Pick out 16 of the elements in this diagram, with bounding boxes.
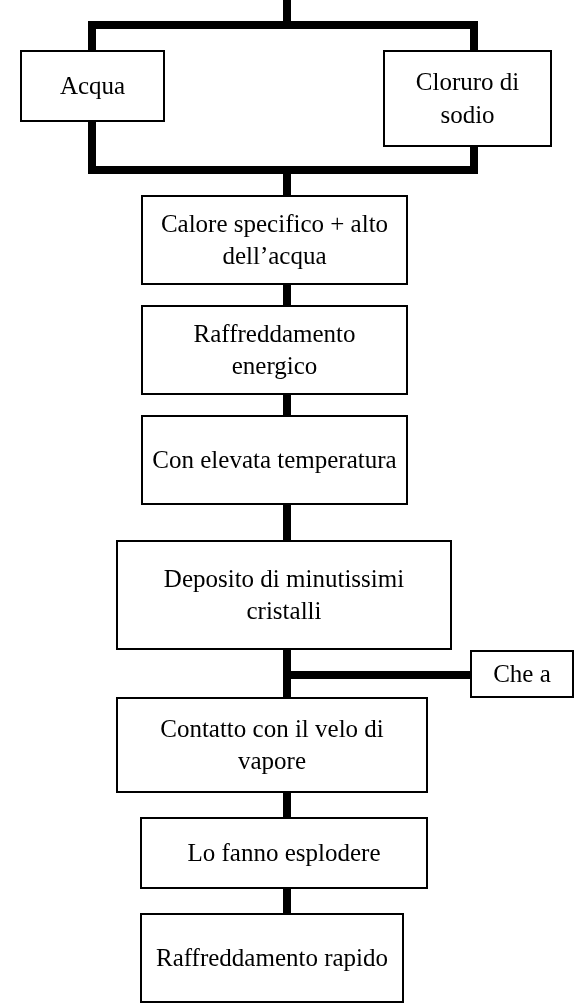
process-box: Lo fanno esplodere	[140, 817, 428, 889]
connector-line	[283, 505, 291, 540]
process-box: Con elevata temperatura	[141, 415, 408, 505]
connector-line	[283, 793, 291, 817]
connector-line	[283, 889, 291, 913]
process-box: Acqua	[20, 50, 165, 122]
process-box: Che a	[470, 650, 574, 698]
process-box: Calore specifico + alto dell’acqua	[141, 195, 408, 285]
connector-line	[283, 147, 478, 195]
process-box: Raffreddamento energico	[141, 305, 408, 395]
connector-line	[283, 285, 291, 305]
connector-line	[283, 395, 291, 415]
process-box: Deposito di minutissimi cristalli	[116, 540, 452, 650]
process-box: Raffreddamento rapido	[140, 913, 404, 1003]
process-box: Contatto con il velo di vapore	[116, 697, 428, 793]
process-box: Cloruro di sodio	[383, 50, 552, 147]
